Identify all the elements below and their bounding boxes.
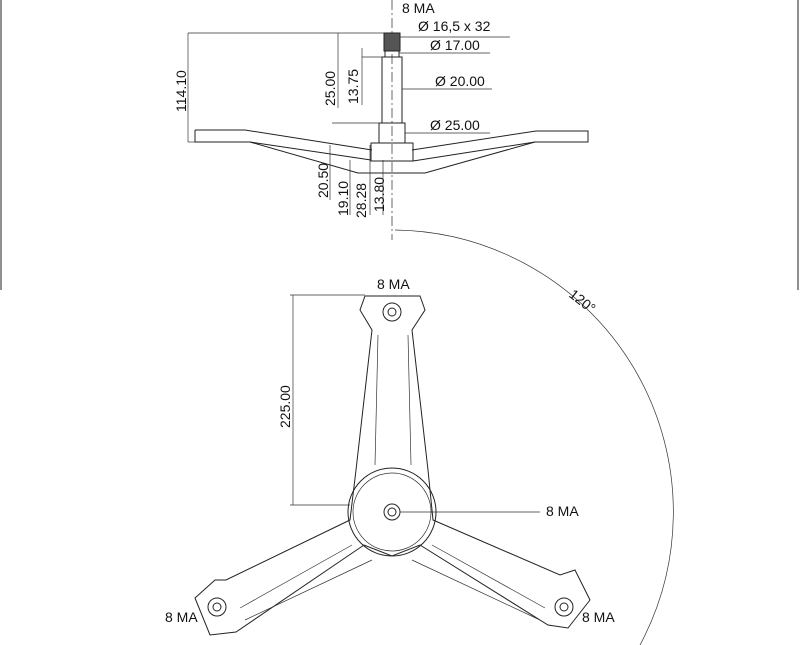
- angle-label: 120°: [566, 286, 599, 316]
- top-view-dimension-lines: [290, 294, 540, 513]
- right-hole-icon: [554, 597, 574, 617]
- angle-arc: [394, 229, 674, 645]
- left-hole-icon: [207, 597, 227, 617]
- spider-outline: [194, 295, 591, 636]
- center-thread-label: 8 MA: [546, 503, 579, 519]
- top-hole-label: 8 MA: [377, 276, 410, 292]
- diameter-17: Ø 17.00: [430, 37, 480, 53]
- dim-2050: 20.50: [315, 163, 331, 198]
- side-view-shaft: [370, 32, 414, 162]
- total-height-dim: 114.10: [173, 70, 189, 112]
- side-view-arms: [194, 129, 589, 174]
- spline-dimension: Ø 16,5 x 32: [418, 18, 491, 34]
- diameter-25: Ø 25.00: [430, 117, 480, 133]
- length-25-dim: 25.00: [322, 71, 338, 106]
- arm-length-dim: 225.00: [277, 385, 293, 428]
- length-1375-dim: 13.75: [345, 69, 361, 104]
- side-view-dimension-lines: [187, 32, 510, 215]
- dim-1380: 13.80: [371, 177, 387, 212]
- dim-2828: 28.28: [353, 183, 369, 218]
- thread-label: 8 MA: [402, 0, 435, 16]
- left-hole-label: 8 MA: [165, 609, 198, 625]
- right-hole-label: 8 MA: [582, 609, 615, 625]
- dim-1910: 19.10: [335, 181, 351, 216]
- top-hole-icon: [382, 302, 402, 322]
- center-hole-icon: [383, 503, 401, 521]
- diameter-20: Ø 20.00: [435, 73, 485, 89]
